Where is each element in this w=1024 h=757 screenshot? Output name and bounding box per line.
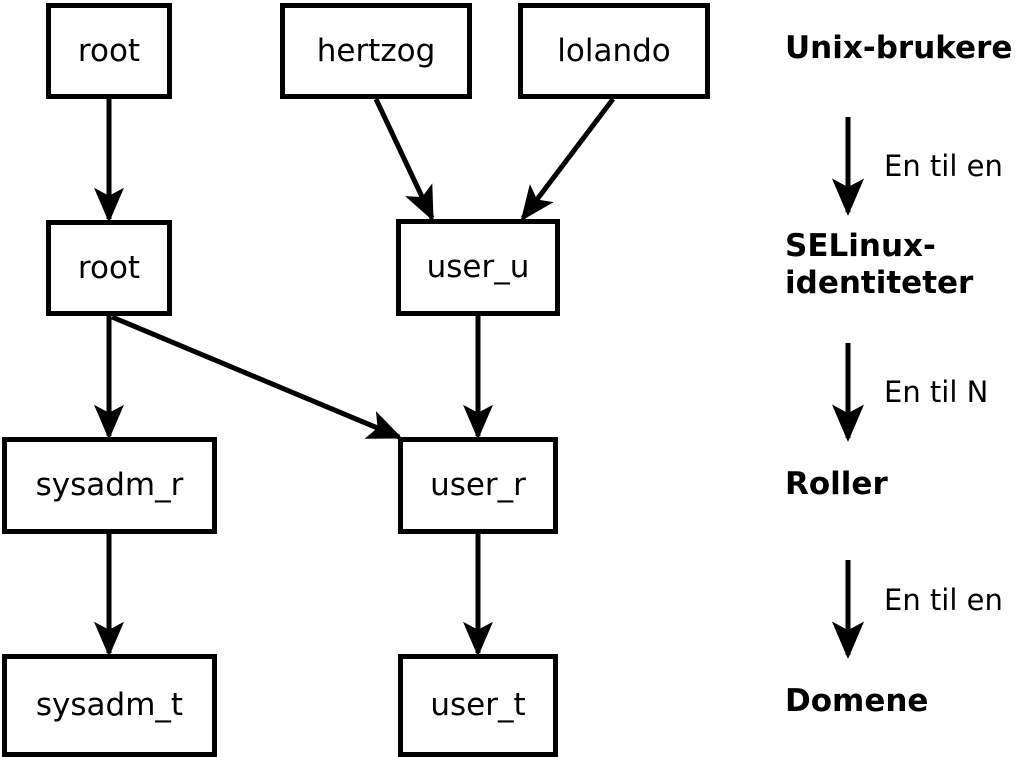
legend-title-line: Unix-brukere bbox=[785, 30, 1013, 66]
node-unix_root[interactable]: root bbox=[46, 3, 172, 99]
legend-level-domene: Domene bbox=[785, 683, 928, 720]
node-label: user_u bbox=[426, 249, 530, 285]
legend-title-line: Domene bbox=[785, 683, 929, 719]
node-label: hertzog bbox=[316, 32, 436, 69]
legend-level-roller: Roller bbox=[785, 466, 888, 503]
node-unix_lolando[interactable]: lolando bbox=[518, 3, 710, 99]
legend-title-line: SELinux- bbox=[785, 228, 936, 264]
node-label: root bbox=[77, 32, 141, 69]
legend-level-unix: Unix-brukere bbox=[785, 30, 1012, 67]
edge-unix_lolando-to-sel_user_u bbox=[520, 97, 615, 221]
node-dom_user[interactable]: user_t bbox=[398, 654, 558, 757]
edge-unix_hertzog-to-sel_user_u bbox=[373, 97, 435, 222]
node-sel_root[interactable]: root bbox=[46, 220, 172, 316]
node-role_sysadm[interactable]: sysadm_r bbox=[2, 437, 217, 534]
legend-arrow-1-label: En til en bbox=[884, 149, 1003, 183]
legend-arrow-3-label: En til en bbox=[884, 583, 1003, 617]
node-label: sysadm_t bbox=[35, 687, 184, 723]
legend-level-selinux: SELinux-identiteter bbox=[785, 228, 973, 301]
node-label: root bbox=[77, 249, 141, 286]
node-role_user[interactable]: user_r bbox=[398, 437, 558, 534]
legend-title-line: Roller bbox=[785, 466, 888, 502]
node-unix_hertzog[interactable]: hertzog bbox=[280, 3, 472, 99]
node-dom_sysadm[interactable]: sysadm_t bbox=[2, 654, 217, 757]
node-label: user_r bbox=[430, 467, 526, 503]
legend-arrow-2-label: En til N bbox=[884, 375, 989, 409]
node-label: lolando bbox=[557, 32, 671, 69]
node-sel_user_u[interactable]: user_u bbox=[396, 219, 560, 316]
node-label: sysadm_r bbox=[35, 467, 184, 503]
node-label: user_t bbox=[430, 687, 526, 723]
legend-title-line: identiteter bbox=[785, 264, 974, 301]
edge-sel_root-to-role_user bbox=[111, 314, 403, 440]
